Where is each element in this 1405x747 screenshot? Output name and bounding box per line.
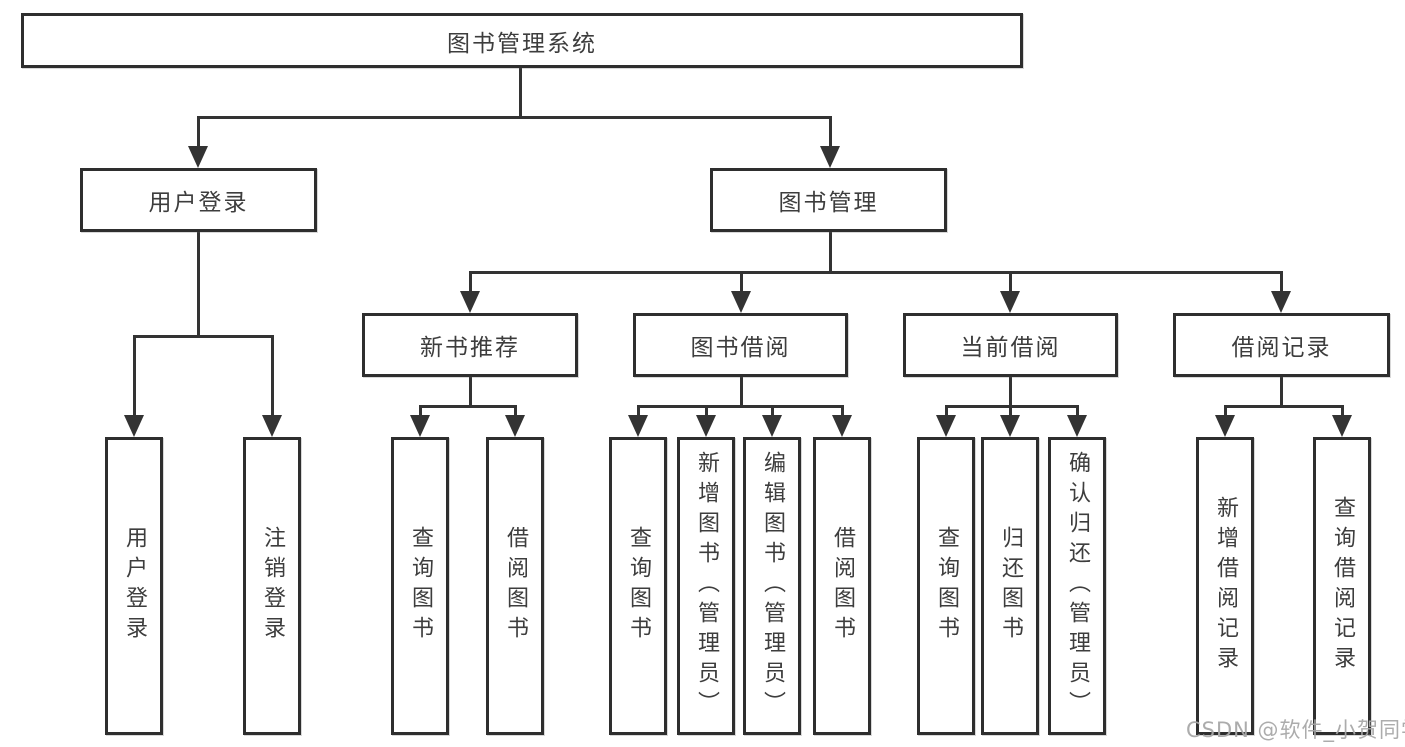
leaf-confirm-return-admin: 确认归还（管理员）: [1048, 437, 1106, 735]
node-user-login: 用户登录: [80, 168, 317, 232]
connector-line: [771, 405, 774, 419]
connector-line: [197, 116, 832, 119]
arrowhead-down: [762, 415, 782, 437]
leaf-return-books: 归还图书: [981, 437, 1039, 735]
arrowhead-down: [505, 415, 525, 437]
leaf-borrow-books-a: 借阅图书: [486, 437, 544, 735]
connector-line: [637, 405, 640, 419]
connector-line: [1224, 405, 1227, 419]
connector-line: [841, 405, 844, 419]
connector-line: [1280, 271, 1283, 295]
watermark: CSDN @软件_小贺同学: [1186, 718, 1405, 742]
arrowhead-down: [124, 415, 144, 437]
arrowhead-down: [820, 146, 840, 168]
arrowhead-down: [262, 415, 282, 437]
connector-line: [945, 405, 1079, 408]
connector-line: [705, 405, 708, 419]
node-borrowing-records: 借阅记录: [1173, 313, 1390, 377]
node-root: 图书管理系统: [21, 13, 1023, 68]
connector-line: [740, 376, 743, 408]
arrowhead-down: [1000, 415, 1020, 437]
leaf-add-borrow-record: 新增借阅记录: [1196, 437, 1254, 735]
connector-line: [469, 271, 1283, 274]
arrowhead-down: [188, 146, 208, 168]
connector-line: [419, 405, 422, 419]
arrowhead-down: [1000, 291, 1020, 313]
node-book-management: 图书管理: [710, 168, 947, 232]
connector-line: [1076, 405, 1079, 419]
leaf-query-books-b: 查询图书: [609, 437, 667, 735]
arrowhead-down: [1332, 415, 1352, 437]
leaf-user-login: 用户登录: [105, 437, 163, 735]
leaf-logout-login: 注销登录: [243, 437, 301, 735]
connector-line: [133, 335, 136, 419]
leaf-add-book-admin: 新增图书（管理员）: [677, 437, 735, 735]
node-new-book-recommend: 新书推荐: [362, 313, 578, 377]
connector-line: [197, 232, 200, 338]
connector-line: [945, 405, 948, 419]
arrowhead-down: [696, 415, 716, 437]
leaf-edit-book-admin: 编辑图书（管理员）: [743, 437, 801, 735]
connector-line: [271, 335, 274, 419]
leaf-query-books-a: 查询图书: [391, 437, 449, 735]
arrowhead-down: [731, 291, 751, 313]
connector-line: [1009, 376, 1012, 408]
connector-line: [637, 405, 844, 408]
connector-line: [469, 376, 472, 408]
arrowhead-down: [1271, 291, 1291, 313]
connector-line: [469, 271, 472, 295]
connector-line: [197, 117, 200, 150]
connector-line: [519, 66, 522, 119]
arrowhead-down: [460, 291, 480, 313]
connector-line: [740, 271, 743, 295]
connector-line: [1224, 405, 1344, 408]
connector-line: [419, 405, 517, 408]
arrowhead-down: [1215, 415, 1235, 437]
connector-line: [1009, 405, 1012, 419]
connector-line: [1280, 376, 1283, 408]
connector-line: [1009, 271, 1012, 295]
leaf-query-books-c: 查询图书: [917, 437, 975, 735]
arrowhead-down: [628, 415, 648, 437]
node-current-borrowing: 当前借阅: [903, 313, 1118, 377]
connector-line: [133, 335, 274, 338]
arrowhead-down: [410, 415, 430, 437]
arrowhead-down: [832, 415, 852, 437]
leaf-query-borrow-record: 查询借阅记录: [1313, 437, 1371, 735]
arrowhead-down: [1067, 415, 1087, 437]
arrowhead-down: [936, 415, 956, 437]
connector-line: [829, 232, 832, 274]
connector-line: [514, 405, 517, 419]
leaf-borrow-books-b: 借阅图书: [813, 437, 871, 735]
node-book-borrowing: 图书借阅: [633, 313, 848, 377]
connector-line: [1341, 405, 1344, 419]
connector-line: [829, 117, 832, 150]
